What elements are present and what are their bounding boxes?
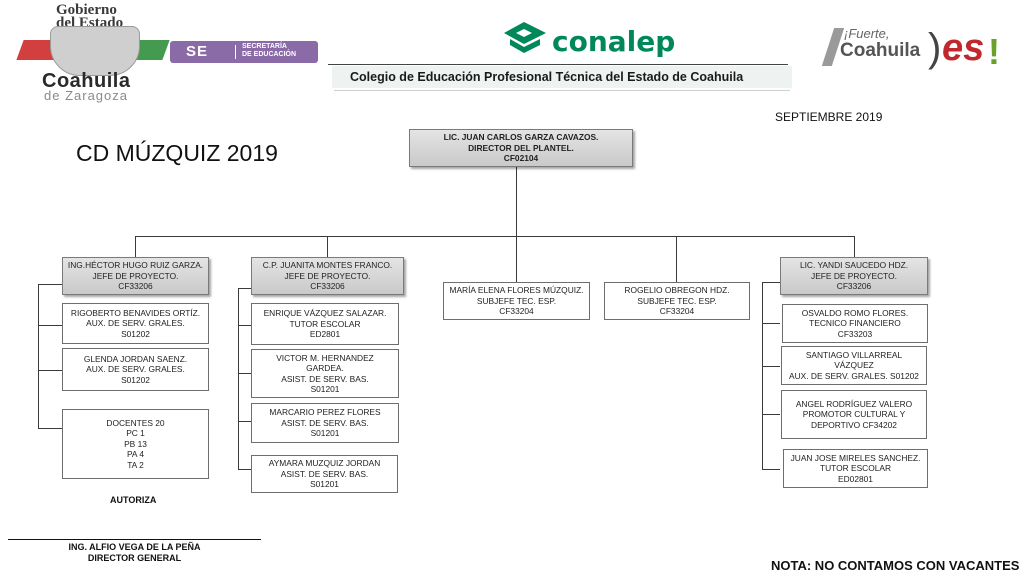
connector-branch-2 — [327, 236, 328, 257]
signature-block: ING. ALFIO VEGA DE LA PEÑA DIRECTOR GENE… — [68, 542, 201, 563]
connector-group1-child3 — [38, 428, 62, 429]
connector-group2-child4 — [238, 469, 251, 470]
connector-group5-stub — [762, 282, 780, 283]
college-name: Colegio de Educación Profesional Técnica… — [350, 70, 744, 84]
connector-horizontal-bus — [135, 236, 854, 237]
college-band — [332, 66, 792, 88]
college-bottom-rule — [334, 90, 790, 91]
fuerte-logo-small: ¡Fuerte, — [844, 26, 890, 41]
vacancies-note: NOTA: NO CONTAMOS CON VACANTES — [771, 558, 1020, 573]
conalep-logo-text: conalep — [552, 25, 676, 58]
staff-box: RIGOBERTO BENAVIDES ORTÍZ.AUX. DE SERV. … — [62, 303, 209, 344]
branch-head-5: LIC. YANDI SAUCEDO HDZ.JEFE DE PROYECTO.… — [780, 257, 928, 295]
connector-branch-3 — [516, 236, 517, 282]
fuerte-logo-big: Coahuila — [840, 40, 921, 61]
se-logo-badge — [170, 41, 318, 63]
connector-group2-child1 — [238, 325, 251, 326]
branch-head-2: C.P. JUANITA MONTES FRANCO.JEFE DE PROYE… — [251, 257, 404, 295]
chart-date: SEPTIEMBRE 2019 — [775, 110, 883, 124]
signature-line — [8, 539, 261, 540]
connector-group5-child1 — [762, 323, 780, 324]
connector-group5-spine — [762, 282, 763, 470]
state-subname: de Zaragoza — [44, 88, 128, 103]
conalep-logo-icon — [504, 22, 546, 53]
staff-box: GLENDA JORDAN SAENZ.AUX. DE SERV. GRALES… — [62, 348, 209, 391]
connector-group2-spine — [238, 288, 239, 470]
fuerte-logo-paren: ) — [928, 26, 942, 70]
se-logo-label: SE — [186, 43, 209, 60]
se-logo-subtitle: SECRETARÍA DE EDUCACIÓN — [242, 43, 297, 58]
connector-group1-spine — [38, 284, 39, 429]
branch-head-4: ROGELIO OBREGON HDZ.SUBJEFE TEC. ESP.CF3… — [604, 282, 750, 320]
connector-group1-stub — [38, 284, 62, 285]
branch-head-3: MARÍA ELENA FLORES MÚZQUIZ.SUBJEFE TEC. … — [443, 282, 590, 320]
connector-branch-5 — [854, 236, 855, 257]
connector-group5-child3 — [762, 414, 780, 415]
college-top-rule — [328, 64, 788, 65]
connector-group5-child2 — [762, 366, 780, 367]
connector-group1-child1 — [38, 325, 62, 326]
connector-group5-child4 — [762, 469, 780, 470]
autoriza-label: AUTORIZA — [110, 495, 157, 505]
connector-branch-4 — [676, 236, 677, 282]
connector-group2-child2 — [238, 373, 251, 374]
connector-group2-child3 — [238, 421, 251, 422]
connector-branch-1 — [135, 236, 136, 257]
coahuila-crest-icon — [50, 26, 140, 76]
director-box: LIC. JUAN CARLOS GARZA CAVAZOS.DIRECTOR … — [409, 129, 633, 167]
connector-group2-stub — [238, 288, 251, 289]
fuerte-logo-es: es — [942, 27, 985, 69]
se-logo-divider — [235, 45, 236, 59]
page-title: CD MÚZQUIZ 2019 — [76, 140, 278, 166]
branch-head-1: ING.HÉCTOR HUGO RUIZ GARZA.JEFE DE PROYE… — [62, 257, 209, 295]
state-name: Coahuila — [42, 70, 131, 92]
connector-group1-child2 — [38, 370, 62, 371]
fuerte-logo-exclamation: ! — [988, 31, 1000, 72]
connector-director-down — [516, 167, 517, 237]
